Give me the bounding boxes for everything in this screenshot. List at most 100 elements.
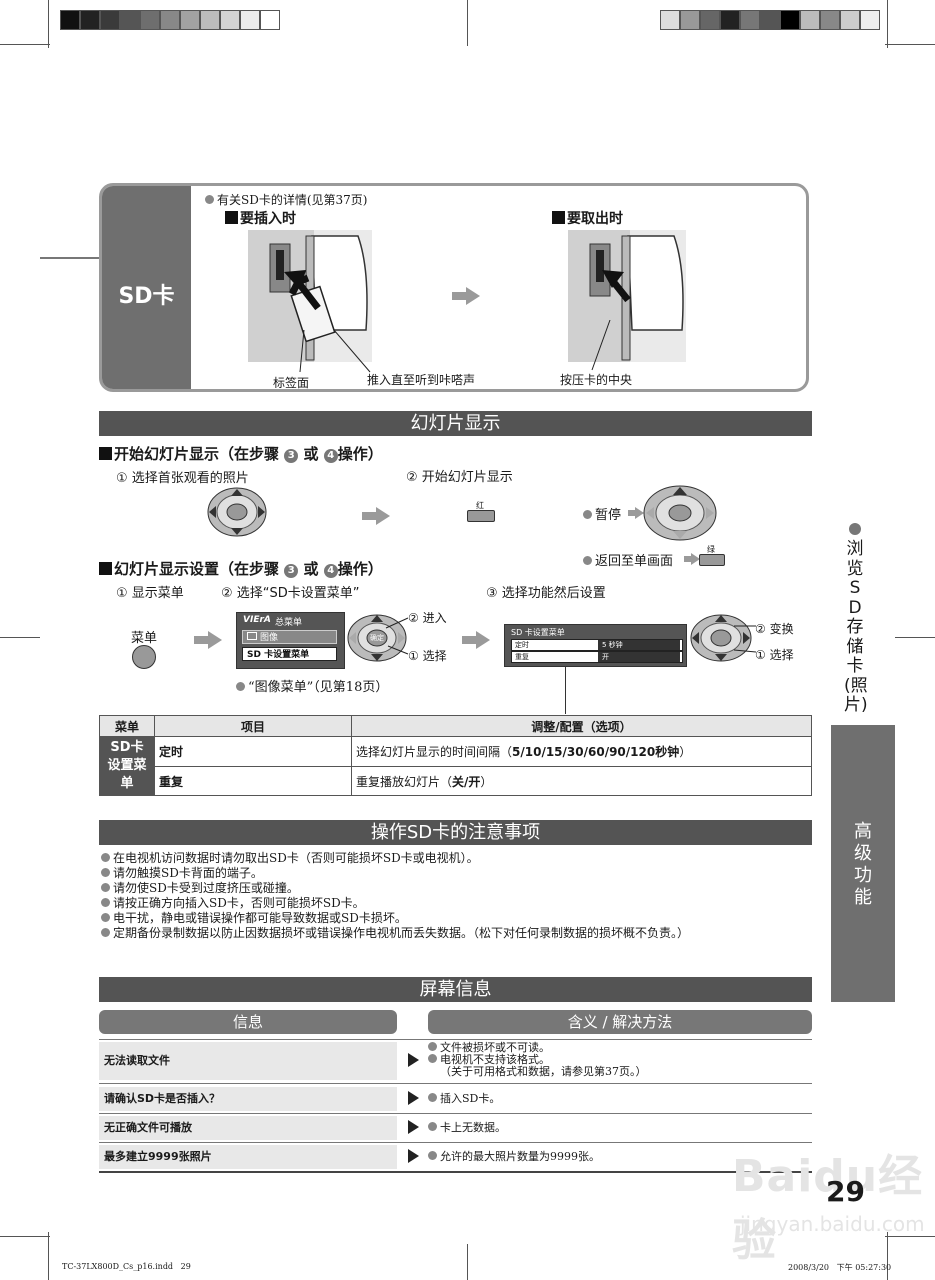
bullet-icon: [101, 898, 110, 907]
ok-label: 确定: [370, 634, 384, 642]
square-bullet-icon: [552, 211, 565, 224]
step1-label: ① 选择首张观看的照片: [116, 471, 249, 486]
meaning-row-check-card: 插入SD卡。: [428, 1093, 500, 1105]
enter-label: ② 进入: [408, 611, 447, 625]
meaning-line: 电视机不支持该格式。: [428, 1054, 647, 1066]
callout-lines-remove: [591, 320, 611, 371]
divider: [99, 1039, 812, 1040]
flow-arrow-icon: [208, 631, 222, 649]
crop-mark: [467, 1244, 468, 1280]
crop-mark: [48, 1232, 49, 1280]
leader-line: [565, 666, 566, 714]
precaution-text: 请按正确方向插入SD卡，否则可能损坏SD卡。: [113, 896, 365, 910]
precautions-list: 在电视机访问数据时请勿取出SD卡（否则可能损坏SD卡或电视机）。 请勿触摸SD卡…: [101, 851, 806, 941]
precaution-text: 电干扰，静电或错误操作都可能导致数据或SD卡损坏。: [113, 911, 407, 925]
small-arrow: [684, 556, 692, 562]
crop-mark: [0, 637, 40, 638]
bullet-icon: [428, 1093, 437, 1102]
label-press-center: 按压卡的中央: [560, 373, 633, 387]
bullet-icon: [428, 1122, 437, 1131]
red-button[interactable]: [467, 510, 495, 522]
option-timer-values: 5/10/15/30/60/90/120秒钟: [512, 745, 680, 760]
sd-insert-illustration: [248, 230, 372, 362]
triangle-right-icon: [408, 1149, 419, 1163]
or-text: 或: [303, 560, 319, 578]
start-heading-text: 开始幻灯片显示（在步骤: [114, 445, 280, 463]
bullet-icon: [236, 682, 245, 691]
menu-item-sd[interactable]: SD 卡设置菜单: [242, 647, 337, 661]
callout-lines: [385, 617, 409, 655]
option-repeat-pre: 重复播放幻灯片（: [356, 774, 453, 789]
callout-lines: [733, 625, 757, 653]
divider: [99, 1171, 812, 1173]
change-label: ② 变换: [755, 622, 794, 636]
bullet-icon: [205, 195, 214, 204]
sd-row-timer-value: 5 秒钟: [598, 640, 680, 650]
col-meaning-header: 含义 / 解决方法: [428, 1010, 812, 1034]
file-info: TC-37LX800D_Cs_p16.indd 29: [62, 1262, 191, 1271]
header-item: 项目: [154, 715, 352, 737]
side-section-text: 高级功能: [854, 821, 872, 908]
flow-arrow-icon: [376, 507, 390, 525]
meaning-row-max-photos: 允许的最大照片数量为9999张。: [428, 1151, 600, 1163]
insert-title-text: 要插入时: [240, 211, 296, 227]
sd-card-tab-label: SD卡: [118, 284, 175, 309]
crop-mark: [885, 44, 935, 45]
sd-menu-title: SD 卡设置菜单: [511, 628, 565, 637]
tv-icon: [247, 632, 257, 640]
crop-mark: [48, 0, 49, 48]
page-number: 29: [826, 1175, 865, 1208]
green-button[interactable]: [699, 554, 725, 566]
select-label: ① 选择: [408, 649, 447, 663]
sd-menu-row-timer[interactable]: 定时 5 秒钟: [511, 639, 683, 651]
flow-arrow: [362, 512, 376, 520]
watermark-url: jingyan.baidu.com: [740, 1212, 925, 1236]
crop-mark: [887, 0, 888, 48]
precaution-item: 定期备份录制数据以防止因数据损坏或错误操作电视机而丢失数据。（松下对任何录制数据…: [101, 926, 806, 941]
green-button-label: 绿: [707, 545, 715, 554]
triangle-right-icon: [408, 1120, 419, 1134]
timestamp: 2008/3/20 下午 05:27:30: [788, 1263, 892, 1272]
crop-mark: [467, 0, 468, 46]
item-repeat: 重复: [154, 766, 352, 796]
flow-arrow-icon: [476, 631, 490, 649]
side-vertical-text: 浏览SD存储卡(照片): [844, 539, 868, 715]
precautions-banner: 操作SD卡的注意事项: [99, 820, 812, 845]
triangle-right-icon: [408, 1091, 419, 1105]
divider: [99, 1113, 812, 1114]
precaution-text: 请勿触摸SD卡背面的端子。: [113, 866, 263, 880]
info-row-max-photos: 最多建立9999张照片: [99, 1145, 397, 1169]
select2-label: ① 选择: [755, 648, 794, 662]
menu-item-picture-text: 图像: [260, 633, 279, 643]
option-timer-post: ）: [679, 745, 692, 760]
return-label: 返回至单画面: [583, 550, 673, 569]
crop-mark: [0, 1236, 50, 1237]
info-row-unreadable: 无法读取文件: [99, 1042, 397, 1080]
meaning-text: 电视机不支持该格式。: [440, 1053, 550, 1066]
menu-button[interactable]: [132, 645, 156, 669]
option-timer: 选择幻灯片显示的时间间隔（5/10/15/30/60/90/120秒钟）: [351, 735, 812, 768]
dpad-remote-icon: [347, 614, 407, 662]
bullet-icon: [101, 853, 110, 862]
info-row-check-card: 请确认SD卡是否插入？: [99, 1087, 397, 1111]
return-text: 返回至单画面: [595, 554, 674, 569]
precaution-text: 请勿使SD卡受到过度挤压或碰撞。: [113, 881, 299, 895]
header-option: 调整/配置（选项）: [351, 715, 812, 737]
precaution-text: 在电视机访问数据时请勿取出SD卡（否则可能损坏SD卡或电视机）。: [113, 851, 479, 865]
menu-item-picture[interactable]: 图像: [242, 630, 337, 644]
sd-menu-row-repeat[interactable]: 重复 开: [511, 651, 683, 663]
side-section-tab: 高级功能: [831, 725, 895, 1002]
crop-mark: [887, 1232, 888, 1280]
pause-label: 暂停: [583, 504, 621, 523]
flow-arrow-icon: [466, 287, 480, 305]
side-bullet-icon: [849, 523, 861, 535]
meaning-line: 文件被损坏或不可读。: [428, 1042, 647, 1054]
label-tag: 标签面: [273, 376, 310, 390]
bullet-icon: [428, 1151, 437, 1160]
precaution-item: 请按正确方向插入SD卡，否则可能损坏SD卡。: [101, 896, 806, 911]
meaning-text: 卡上无数据。: [440, 1121, 506, 1134]
step-4-badge: 4: [323, 449, 338, 463]
flow-arrow: [452, 292, 466, 300]
sd-remove-illustration: [568, 230, 686, 362]
main-menu-panel: VIErA 总菜单 图像 SD 卡设置菜单: [236, 612, 345, 669]
